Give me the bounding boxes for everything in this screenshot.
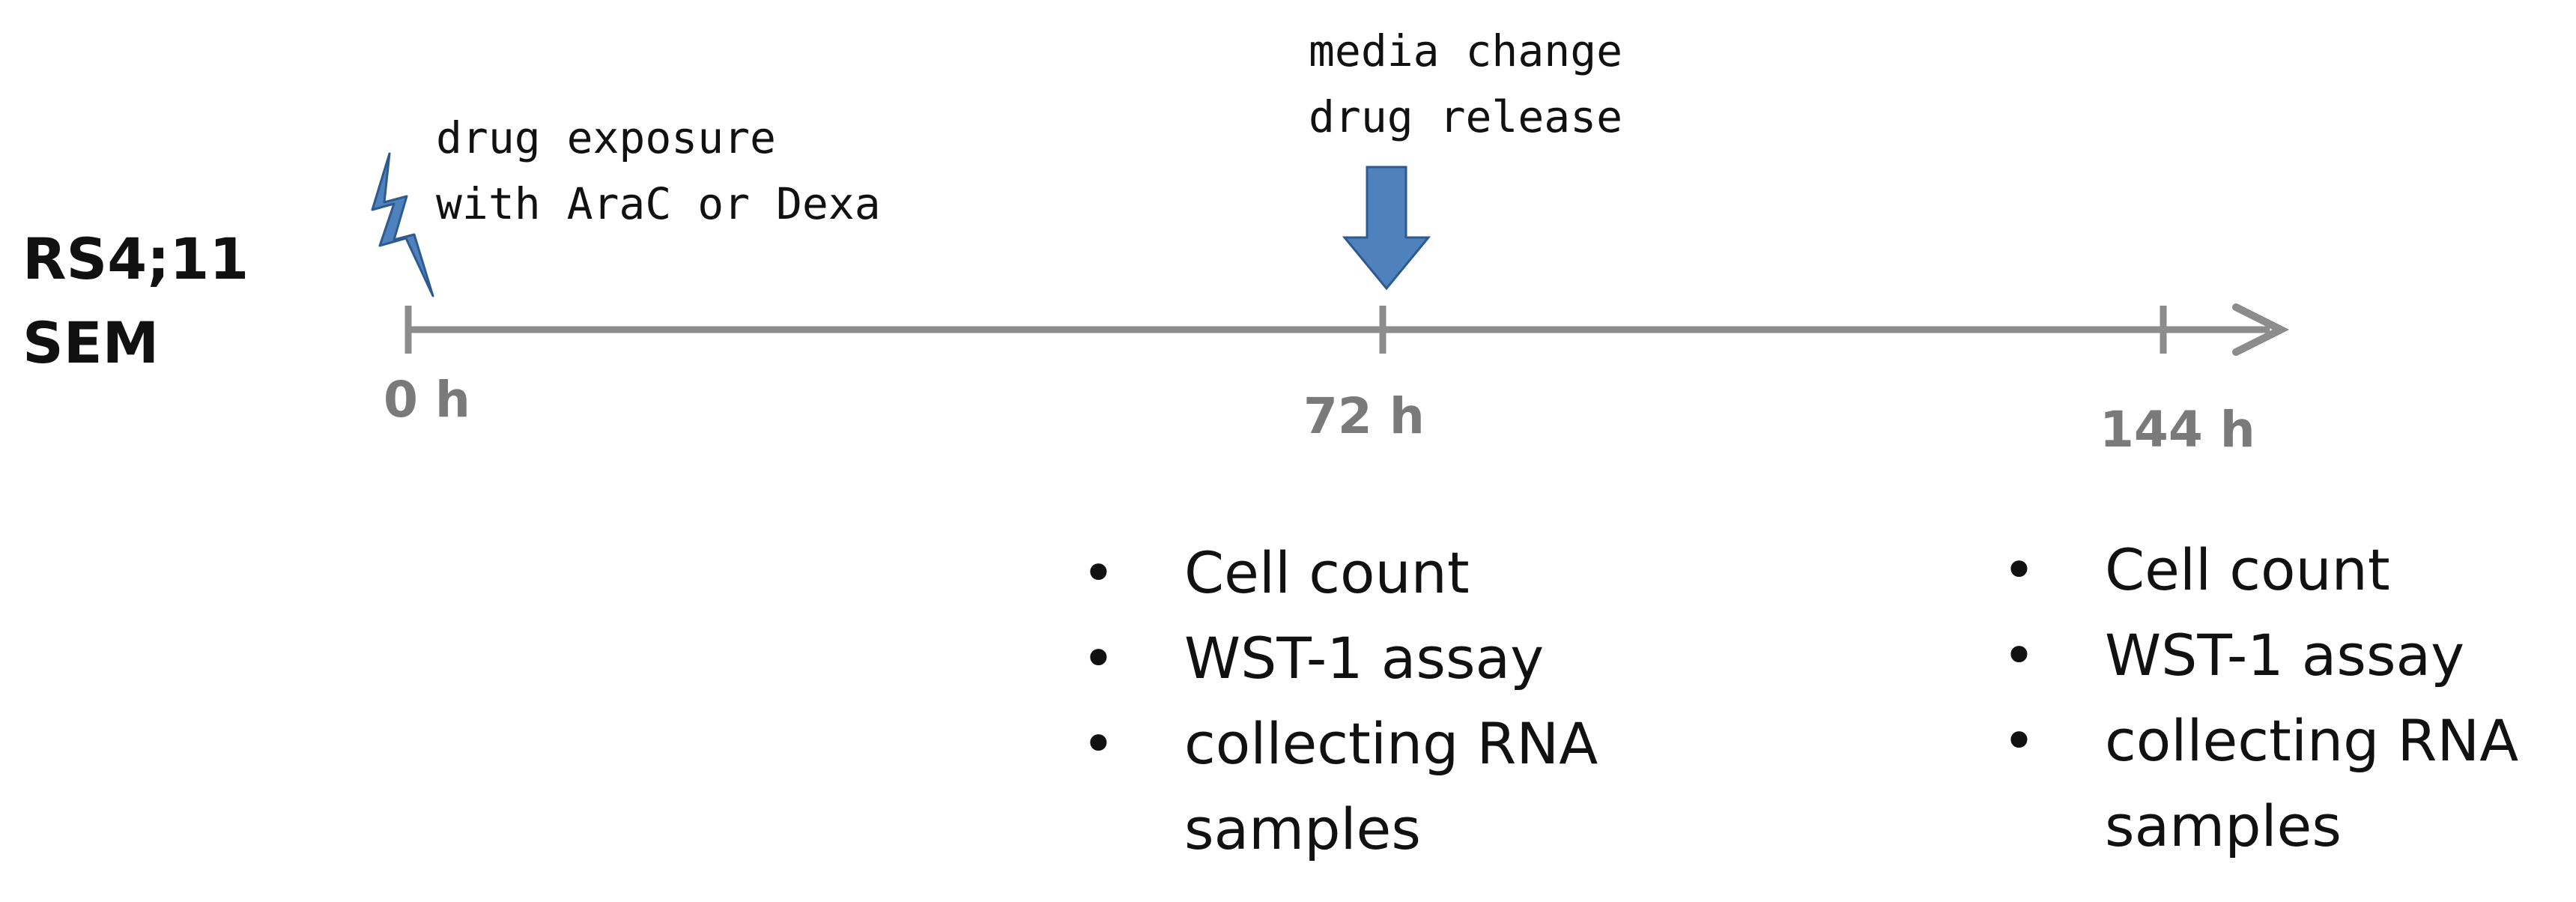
timeline-arrowhead: [2232, 303, 2290, 356]
list-item: WST-1 assay: [2002, 613, 2518, 698]
drug-exposure-line-1: drug exposure: [436, 112, 776, 163]
list-item: Cell count: [1082, 530, 1598, 616]
cell-line-rs411: RS4;11: [22, 226, 249, 292]
cell-line-sem: SEM: [22, 309, 160, 376]
drug-exposure-annotation: drug exposure with AraC or Dexa: [436, 105, 881, 237]
tick-label-0h: 0 h: [384, 371, 470, 429]
assays-144h-list: Cell count WST-1 assay collecting RNA sa…: [2002, 527, 2518, 869]
list-item: WST-1 assay: [1082, 616, 1598, 701]
cell-line-labels: RS4;11 SEM: [22, 217, 249, 385]
list-item: collecting RNA samples: [1082, 701, 1598, 872]
list-item: collecting RNA samples: [2002, 698, 2518, 869]
assays-72h-list: Cell count WST-1 assay collecting RNA sa…: [1082, 530, 1598, 872]
media-change-annotation: media change drug release: [1309, 18, 1622, 150]
lightning-bolt-icon: [371, 152, 434, 297]
drug-exposure-line-2: with AraC or Dexa: [436, 178, 881, 229]
down-arrow-icon: [1342, 166, 1431, 291]
media-change-line-2: drug release: [1309, 91, 1623, 142]
media-change-line-1: media change: [1309, 25, 1623, 76]
tick-label-144h: 144 h: [2100, 401, 2255, 458]
list-item: Cell count: [2002, 527, 2518, 613]
tick-label-72h: 72 h: [1303, 387, 1425, 445]
